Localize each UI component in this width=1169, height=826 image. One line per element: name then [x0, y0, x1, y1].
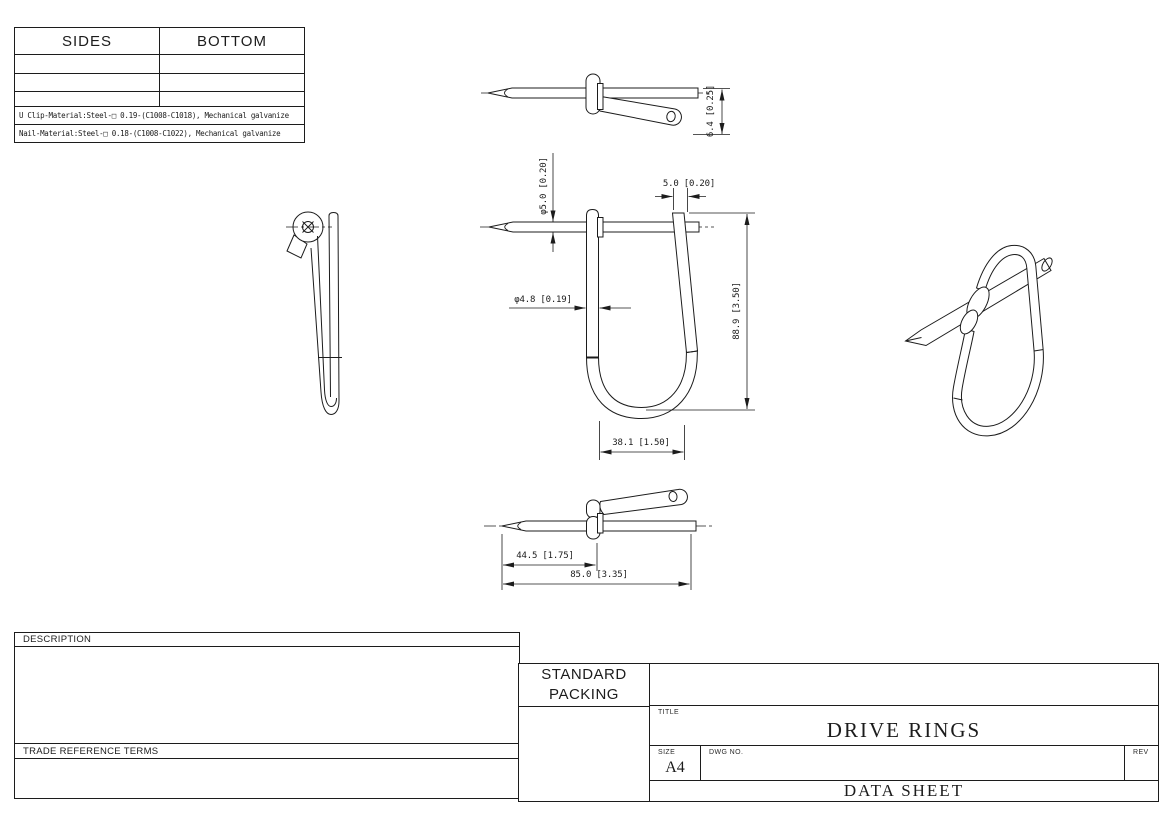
bottom-view: [484, 488, 714, 590]
spec-empty-row: [15, 73, 304, 91]
trade-reference-area: [15, 759, 519, 798]
top-view: [481, 73, 730, 135]
material-note-clip: U Clip-Material:Steel-□ 0.19-(C1008-C101…: [15, 106, 304, 124]
dim-inside-width: 38.1 [1.50]: [612, 438, 670, 448]
dim-overall-height: 88.9 [3.50]: [732, 282, 742, 340]
front-view: [480, 153, 755, 460]
size-label: SIZE: [658, 748, 676, 756]
rev-label: REV: [1133, 748, 1149, 756]
dim-wire-diameter: φ4.8 [0.19]: [514, 295, 572, 305]
sheet-type: DATA SHEET: [843, 781, 965, 800]
spec-header-bottom: BOTTOM: [197, 32, 267, 50]
title-row: TITLE DRIVE RINGS: [650, 706, 1158, 746]
material-note-nail: Nail-Material:Steel-□ 0.18-(C1008-C1022)…: [15, 124, 304, 142]
dim-tip-to-clip: 44.5 [1.75]: [516, 551, 574, 561]
dim-nail-length: 85.0 [3.35]: [570, 570, 628, 580]
spec-empty-row: [15, 91, 304, 106]
spec-table: SIDES BOTTOM U Clip-Material:Steel-□ 0.1…: [14, 27, 305, 143]
standard-packing-cell: STANDARD PACKING: [519, 664, 649, 707]
description-block: DESCRIPTION TRADE REFERENCE TERMS: [14, 632, 520, 799]
dim-leg-gap: 5.0 [0.20]: [662, 179, 716, 189]
description-label: DESCRIPTION: [15, 633, 519, 647]
isometric-view: [904, 244, 1053, 437]
trade-reference-label: TRADE REFERENCE TERMS: [15, 743, 519, 759]
title-block: STANDARD PACKING TITLE DRIVE RINGS SIZE …: [518, 663, 1159, 802]
dwg-no-label: DWG NO.: [709, 748, 744, 756]
title-label: TITLE: [658, 708, 680, 716]
dwg-no-cell: DWG NO.: [701, 745, 1125, 780]
packing-detail-cell: [650, 664, 1158, 706]
spec-header-sides: SIDES: [15, 28, 160, 54]
packing-notes-area: [519, 707, 649, 801]
dim-clip-end-offset: 6.4 [0.25]: [706, 84, 716, 138]
rev-cell: REV: [1125, 746, 1158, 780]
side-view: [286, 211, 342, 416]
description-area: [15, 647, 519, 743]
drawing-title: DRIVE RINGS: [826, 717, 982, 742]
size-value: A4: [665, 758, 685, 776]
dim-nail-diameter: φ5.0 [0.20]: [539, 157, 549, 215]
spec-empty-row: [15, 54, 304, 73]
size-cell: SIZE A4: [650, 745, 701, 780]
standard-packing-label: STANDARD PACKING: [541, 665, 627, 703]
